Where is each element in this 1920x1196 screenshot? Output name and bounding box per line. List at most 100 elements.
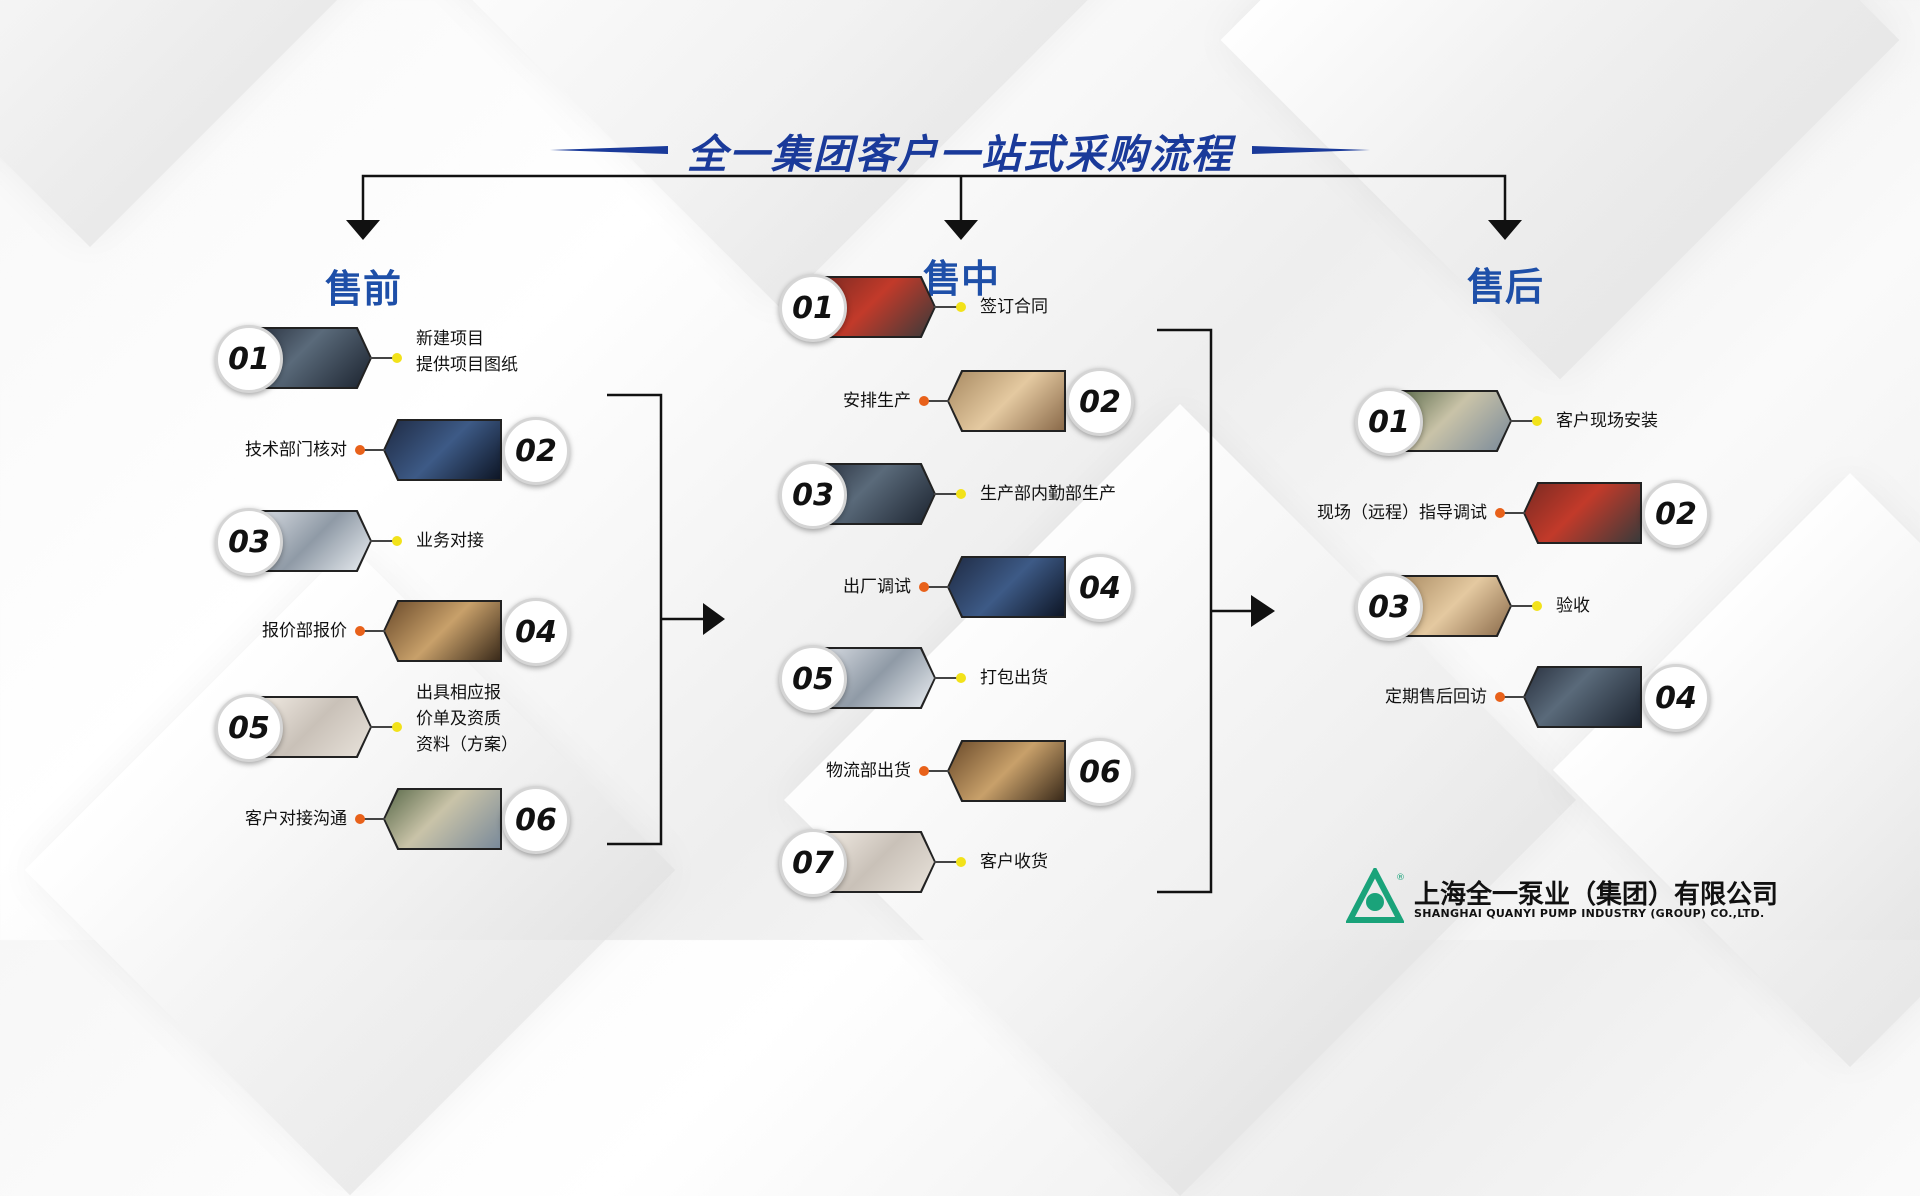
step-number-badge: 06 <box>502 786 570 854</box>
step-label: 安排生产 <box>843 391 911 411</box>
step-number-badge: 01 <box>1355 388 1423 456</box>
step-number-badge: 04 <box>1642 664 1710 732</box>
step-mid-04: 04 出厂调试 <box>0 554 1920 622</box>
section-title-pre: 售前 <box>324 267 401 311</box>
step-connector-dot <box>392 536 402 546</box>
step-photo <box>1525 668 1640 726</box>
step-label: 客户收货 <box>980 852 1048 872</box>
step-number-badge: 02 <box>1066 368 1134 436</box>
company-name-cn: 上海全一泵业（集团）有限公司 <box>1414 880 1779 910</box>
step-connector-line <box>1510 605 1536 607</box>
company-name-en: SHANGHAI QUANYI PUMP INDUSTRY (GROUP) CO… <box>1414 907 1765 920</box>
step-number-badge: 03 <box>779 461 847 529</box>
top-branch-line <box>361 174 1507 222</box>
step-number-badge: 02 <box>502 417 570 485</box>
step-connector-line <box>934 306 960 308</box>
arrow-right-mid <box>1251 595 1275 627</box>
step-number-badge: 03 <box>1355 573 1423 641</box>
step-connector-dot <box>355 814 365 824</box>
step-mid-05: 05 打包出货 <box>0 645 1920 713</box>
step-connector-line <box>1499 696 1525 698</box>
step-photo <box>1525 484 1640 542</box>
step-mid-07: 07 客户收货 <box>0 829 1920 897</box>
step-label: 业务对接 <box>416 531 484 551</box>
step-number-badge: 06 <box>1066 738 1134 806</box>
step-connector-dot <box>355 626 365 636</box>
page-title: 全一集团客户一站式采购流程 <box>687 132 1233 178</box>
step-photo <box>949 558 1064 616</box>
flow-connectors <box>346 146 1522 894</box>
step-photo <box>385 421 500 479</box>
step-post-03: 03 验收 <box>0 573 1920 641</box>
section-title-mid: 售中 <box>922 257 999 301</box>
step-post-02: 02 现场（远程）指导调试 <box>0 480 1920 548</box>
step-connector-dot <box>956 489 966 499</box>
title-left-bar <box>550 146 668 154</box>
step-number-badge: 04 <box>502 598 570 666</box>
step-connector-dot <box>919 582 929 592</box>
step-connector-dot <box>392 722 402 732</box>
step-connector-dot <box>1495 692 1505 702</box>
step-connector-line <box>923 770 949 772</box>
step-label: 新建项目提供项目图纸 <box>416 329 518 375</box>
step-post-04: 04 定期售后回访 <box>0 664 1920 732</box>
step-label: 客户现场安装 <box>1556 411 1658 431</box>
step-post-01: 01 客户现场安装 <box>0 388 1920 456</box>
step-number-badge: 01 <box>215 325 283 393</box>
company-logo-icon: ® <box>1346 868 1404 923</box>
step-connector-dot <box>1495 508 1505 518</box>
step-label: 签订合同 <box>980 297 1048 317</box>
step-connector-dot <box>956 857 966 867</box>
step-connector-dot <box>355 445 365 455</box>
step-number-badge: 03 <box>215 508 283 576</box>
step-label: 生产部内勤部生产 <box>980 484 1116 504</box>
step-connector-dot <box>919 766 929 776</box>
step-connector-line <box>370 726 396 728</box>
step-mid-06: 06 物流部出货 <box>0 738 1920 806</box>
step-connector-line <box>359 449 385 451</box>
step-number-badge: 05 <box>779 645 847 713</box>
step-label: 打包出货 <box>980 668 1048 688</box>
step-connector-dot <box>919 396 929 406</box>
step-number-badge: 07 <box>779 829 847 897</box>
step-label: 物流部出货 <box>826 761 911 781</box>
step-connector-line <box>934 677 960 679</box>
step-label: 技术部门核对 <box>245 440 347 460</box>
step-photo <box>385 602 500 660</box>
step-connector-line <box>923 400 949 402</box>
step-label: 验收 <box>1556 596 1590 616</box>
title-right-bar <box>1252 146 1370 154</box>
step-connector-line <box>934 861 960 863</box>
step-label: 现场（远程）指导调试 <box>1317 503 1487 523</box>
step-connector-dot <box>956 302 966 312</box>
step-mid-03: 03 生产部内勤部生产 <box>0 461 1920 529</box>
step-connector-line <box>370 540 396 542</box>
step-connector-line <box>923 586 949 588</box>
step-label: 出厂调试 <box>843 577 911 597</box>
step-connector-line <box>359 630 385 632</box>
arrow-down-pre <box>346 220 380 240</box>
step-label: 定期售后回访 <box>1385 687 1487 707</box>
step-photo <box>385 790 500 848</box>
step-number-badge: 02 <box>1642 480 1710 548</box>
step-connector-line <box>1499 512 1525 514</box>
step-number-badge: 05 <box>215 694 283 762</box>
arrow-right-pre <box>703 603 725 635</box>
step-connector-dot <box>392 353 402 363</box>
step-pre-05: 05 出具相应报价单及资质资料（方案） <box>0 683 1920 762</box>
step-number-badge: 04 <box>1066 554 1134 622</box>
step-label: 出具相应报价单及资质资料（方案） <box>416 683 518 755</box>
step-pre-01: 01 新建项目提供项目图纸 <box>0 325 1920 393</box>
step-pre-02: 02 技术部门核对 <box>0 417 1920 485</box>
arrow-down-mid <box>944 220 978 240</box>
step-connector-dot <box>956 673 966 683</box>
step-connector-dot <box>1532 601 1542 611</box>
arrow-down-post <box>1488 220 1522 240</box>
step-photo <box>949 742 1064 800</box>
step-connector-line <box>1510 420 1536 422</box>
step-connector-dot <box>1532 416 1542 426</box>
step-connector-line <box>934 493 960 495</box>
step-connector-line <box>359 818 385 820</box>
